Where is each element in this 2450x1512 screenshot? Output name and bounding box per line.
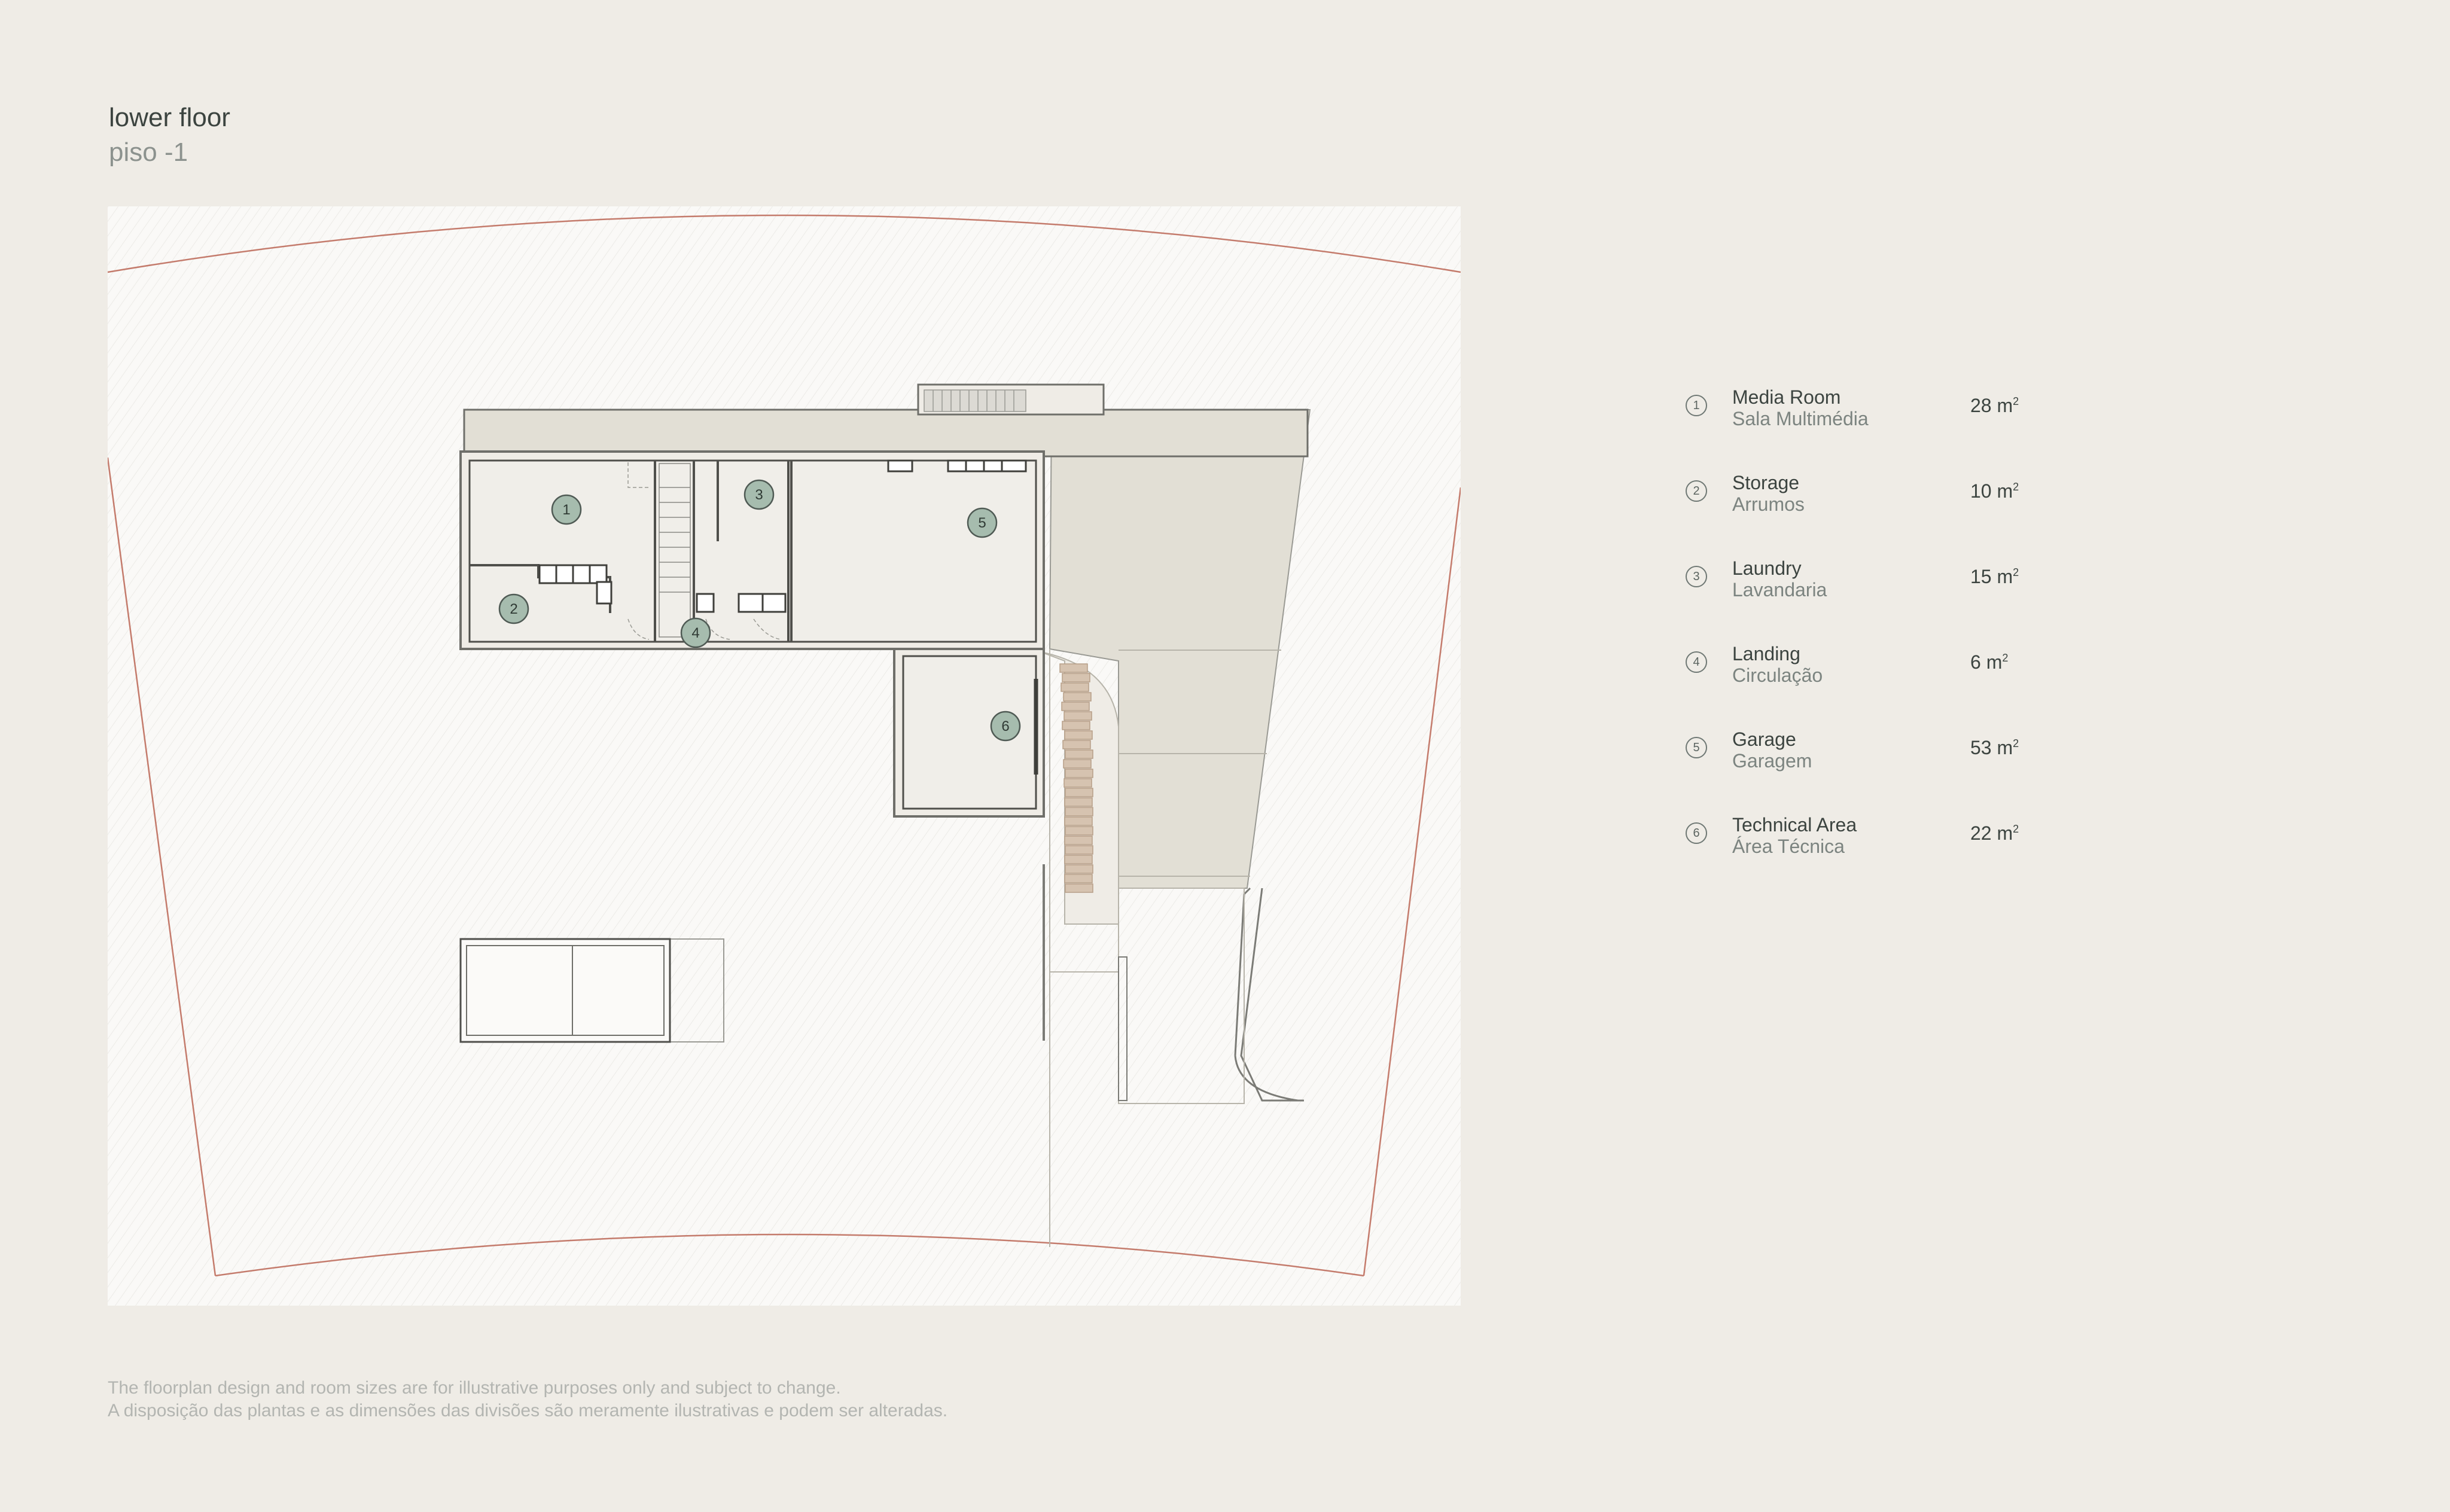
svg-text:6: 6: [1001, 718, 1009, 734]
disclaimer: The floorplan design and room sizes are …: [108, 1377, 947, 1422]
svg-text:3: 3: [755, 487, 763, 503]
room-marker-5: 5: [967, 507, 998, 538]
plot-boundary-bottom: [215, 1233, 1364, 1277]
floor-plan-drawing: 1 2 3 4 5 6: [108, 206, 1461, 1306]
room-number: 4: [1686, 651, 1707, 673]
svg-text:5: 5: [978, 515, 986, 531]
room-area: 22 m2: [1970, 822, 2019, 844]
room-number: 2: [1686, 480, 1707, 502]
room-name-en: Garage: [1732, 728, 1796, 750]
svg-text:1: 1: [562, 502, 570, 518]
room-name-pt: Arrumos: [1732, 493, 1805, 515]
room-name-en: Media Room: [1732, 386, 1841, 408]
room-marker-3: 3: [743, 479, 775, 510]
room-name-pt: Circulação: [1732, 664, 1823, 686]
floor-title: lower floor: [109, 103, 230, 132]
room-marker-1: 1: [551, 494, 582, 525]
legend-row: 1 Media Room Sala Multimédia 28 m2: [1681, 386, 2064, 471]
interior-stairs: [659, 463, 691, 638]
plot-boundary: [108, 214, 1461, 273]
title-block: lower floor piso -1: [109, 100, 230, 170]
pool: [459, 938, 724, 1043]
legend-row: 2 Storage Arrumos 10 m2: [1681, 471, 2064, 557]
legend-row: 4 Landing Circulação 6 m2: [1681, 642, 2064, 728]
legend-row: 6 Technical Area Área Técnica 22 m2: [1681, 813, 2064, 899]
svg-text:4: 4: [691, 625, 699, 641]
room-name-en: Laundry: [1732, 557, 1802, 579]
exterior-stairs: [1040, 651, 1119, 925]
room-name-en: Technical Area: [1732, 814, 1857, 836]
room-number: 5: [1686, 737, 1707, 758]
room-area: 6 m2: [1970, 651, 2009, 673]
room-number: 3: [1686, 566, 1707, 587]
legend-row: 5 Garage Garagem 53 m2: [1681, 728, 2064, 813]
room-marker-4: 4: [680, 617, 711, 648]
room-marker-6: 6: [990, 711, 1021, 742]
room-area: 28 m2: [1970, 395, 2019, 416]
room-name-en: Landing: [1732, 643, 1800, 664]
room-name-pt: Lavandaria: [1732, 579, 1827, 600]
upper-terrace: [463, 409, 1309, 458]
room-marker-2: 2: [498, 593, 529, 624]
room-name-pt: Sala Multimédia: [1732, 408, 1869, 429]
room-name-en: Storage: [1732, 472, 1800, 493]
room-legend: 1 Media Room Sala Multimédia 28 m2 2 Sto…: [1681, 386, 2064, 899]
svg-text:2: 2: [510, 601, 517, 617]
room-name-pt: Área Técnica: [1732, 836, 1845, 857]
legend-row: 3 Laundry Lavandaria 15 m2: [1681, 557, 2064, 642]
room-markers: 1 2 3 4 5 6: [498, 479, 1021, 742]
disclaimer-en: The floorplan design and room sizes are …: [108, 1378, 841, 1398]
room-area: 15 m2: [1970, 566, 2019, 587]
room-area: 53 m2: [1970, 737, 2019, 758]
floor-plan: 1 2 3 4 5 6: [108, 206, 1461, 1306]
room-name-pt: Garagem: [1732, 750, 1812, 772]
room-area: 10 m2: [1970, 480, 2019, 502]
floor-subtitle: piso -1: [109, 138, 188, 167]
room-number: 1: [1686, 395, 1707, 416]
room-number: 6: [1686, 822, 1707, 844]
disclaimer-pt: A disposição das plantas e as dimensões …: [108, 1401, 948, 1420]
